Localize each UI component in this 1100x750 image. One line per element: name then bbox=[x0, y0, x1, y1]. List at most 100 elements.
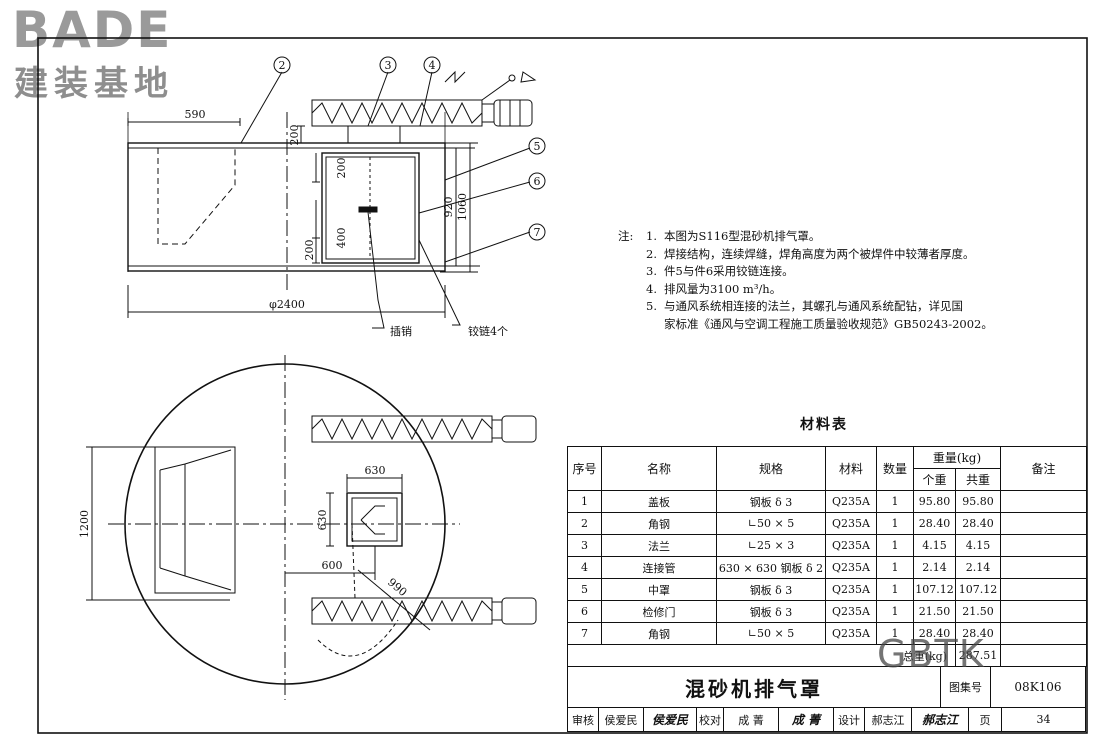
elevation-view bbox=[127, 56, 546, 329]
cell-total: 4.15 bbox=[955, 534, 1001, 557]
cell-remark bbox=[1000, 644, 1087, 667]
page-number: 34 bbox=[1036, 713, 1051, 726]
table-total-row: 总重(kg) 287.51 bbox=[567, 644, 1087, 667]
cell-spec: 630 × 630 钢板 δ 2 bbox=[716, 556, 826, 579]
cell-total: 95.80 bbox=[955, 490, 1001, 513]
pipe-opening bbox=[346, 492, 403, 547]
cell-unit: 95.80 bbox=[913, 490, 956, 513]
page-label: 页 bbox=[969, 708, 1002, 731]
dim-200-top: 200 bbox=[288, 125, 301, 146]
cell-material: Q235A bbox=[825, 534, 877, 557]
table-row: 3 法兰 ∟25 × 3 Q235A 1 4.15 4.15 bbox=[567, 534, 1087, 557]
hinge-label: 铰链4个 bbox=[468, 324, 508, 338]
header-seq: 序号 bbox=[567, 446, 602, 491]
total-value: 287.51 bbox=[955, 644, 1001, 667]
dim-1200: 1200 bbox=[78, 510, 91, 538]
atlas-label: 图集号 bbox=[941, 666, 991, 708]
table-row: 1 盖板 钢板 δ 3 Q235A 1 95.80 95.80 bbox=[567, 490, 1087, 513]
callout-4 bbox=[423, 56, 441, 74]
cell-seq: 4 bbox=[567, 556, 602, 579]
cell-seq: 1 bbox=[567, 490, 602, 513]
inspection-door bbox=[321, 152, 420, 264]
note-text: 本图为S116型混砂机排气罩。 bbox=[664, 229, 821, 243]
watermark-text: GBTK bbox=[877, 632, 985, 676]
cell-remark bbox=[1000, 490, 1087, 513]
drawing-notes: 注: 1. 本图为S116型混砂机排气罩。 2.焊接结构，连续焊缝，焊角高度为两个被… bbox=[618, 228, 1048, 333]
callout-2 bbox=[273, 56, 291, 74]
cell-qty: 1 bbox=[876, 534, 914, 557]
notes-head: 注: bbox=[618, 229, 634, 243]
cell-unit: 107.12 bbox=[913, 578, 956, 601]
dim-200-bottom: 200 bbox=[303, 240, 316, 261]
dim-630-side: 630 bbox=[316, 510, 329, 531]
table-row: 5 中罩 钢板 δ 3 Q235A 1 107.12 107.12 bbox=[567, 578, 1087, 601]
cell-material: Q235A bbox=[825, 512, 877, 535]
header-material: 材料 bbox=[825, 446, 877, 491]
reviewer-signature: 侯爱民 bbox=[644, 708, 697, 731]
materials-title: 材料表 bbox=[800, 417, 848, 433]
cell-seq: 2 bbox=[567, 512, 602, 535]
note-num: 5. bbox=[646, 299, 657, 313]
cell-remark bbox=[1000, 556, 1087, 579]
cell-seq: 7 bbox=[567, 622, 602, 645]
note-5-continued: 家标准《通风与空调工程施工质量验收规范》GB50243-2002。 bbox=[618, 316, 1048, 334]
dim-400: 400 bbox=[335, 228, 348, 249]
note-4: 4.排风量为3100 m³/h。 bbox=[618, 281, 1048, 299]
cell-qty: 1 bbox=[876, 578, 914, 601]
cell-unit: 28.40 bbox=[913, 512, 956, 535]
cell-name: 法兰 bbox=[601, 534, 717, 557]
atlas-number: 08K106 bbox=[991, 666, 1086, 708]
callout-6-label: 6 bbox=[534, 175, 541, 188]
cell-total: 28.40 bbox=[955, 512, 1001, 535]
cell-material: Q235A bbox=[825, 578, 877, 601]
checker-name: 成 菁 bbox=[724, 708, 779, 731]
dim-1060: 1060 bbox=[456, 193, 469, 221]
cell-spec: 钢板 δ 3 bbox=[716, 578, 826, 601]
motor bbox=[493, 99, 533, 127]
dim-2400: φ2400 bbox=[269, 298, 305, 311]
cell-spec: 钢板 δ 3 bbox=[716, 600, 826, 623]
approval-row: 审核 侯爱民 侯爱民 校对 成 菁 成 菁 设计 郝志江 郝志江 页 34 bbox=[567, 708, 1086, 732]
note-1: 注: 1. 本图为S116型混砂机排气罩。 bbox=[618, 228, 1048, 246]
callout-3 bbox=[379, 56, 397, 74]
note-3: 3.件5与件6采用铰链连接。 bbox=[618, 263, 1048, 281]
note-text: 与通风系统相连接的法兰，其螺孔与通风系统配钻，详见国 bbox=[664, 299, 963, 313]
header-spec: 规格 bbox=[716, 446, 826, 491]
reviewer-name: 侯爱民 bbox=[599, 708, 644, 731]
drawing-title: 混砂机排气罩 bbox=[567, 666, 941, 708]
note-text: 家标准《通风与空调工程施工质量验收规范》GB50243-2002。 bbox=[664, 316, 993, 331]
table-row: 7 角钢 ∟50 × 5 Q235A 1 28.40 28.40 bbox=[567, 622, 1087, 645]
header-weight: 重量(kg) bbox=[913, 446, 1001, 469]
table-row: 2 角钢 ∟50 × 5 Q235A 1 28.40 28.40 bbox=[567, 512, 1087, 535]
chute-opening bbox=[154, 446, 236, 594]
bolt-label: 插销 bbox=[390, 324, 412, 338]
cell-remark bbox=[1000, 600, 1087, 623]
dim-590: 590 bbox=[185, 108, 206, 121]
cell-unit: 4.15 bbox=[913, 534, 956, 557]
cell-name: 检修门 bbox=[601, 600, 717, 623]
logo-sub-text: 建装基地 bbox=[14, 64, 174, 104]
callout-2-label: 2 bbox=[279, 59, 286, 72]
checker-signature: 成 菁 bbox=[779, 708, 834, 731]
bolt-mark bbox=[358, 206, 378, 213]
cell-spec: ∟25 × 3 bbox=[716, 534, 826, 557]
callout-7 bbox=[528, 223, 546, 241]
note-5: 5. 与通风系统相连接的法兰，其螺孔与通风系统配钻，详见国 bbox=[618, 298, 1048, 316]
check-label: 校对 bbox=[697, 708, 724, 731]
designer-signature: 郝志江 bbox=[912, 708, 969, 731]
cell-total: 2.14 bbox=[955, 556, 1001, 579]
dim-600: 600 bbox=[322, 559, 343, 572]
callout-5-label: 5 bbox=[534, 140, 541, 153]
cell-material: Q235A bbox=[825, 600, 877, 623]
note-num: 1. bbox=[646, 229, 657, 243]
note-2: 2.焊接结构，连续焊缝，焊角高度为两个被焊件中较薄者厚度。 bbox=[618, 246, 1048, 264]
dim-200-door: 200 bbox=[335, 158, 348, 179]
callout-4-label: 4 bbox=[429, 59, 436, 72]
cell-spec: ∟50 × 5 bbox=[716, 512, 826, 535]
table-row: 6 检修门 钢板 δ 3 Q235A 1 21.50 21.50 bbox=[567, 600, 1087, 623]
cell-material: Q235A bbox=[825, 490, 877, 513]
cell-material: Q235A bbox=[825, 556, 877, 579]
design-label: 设计 bbox=[834, 708, 865, 731]
